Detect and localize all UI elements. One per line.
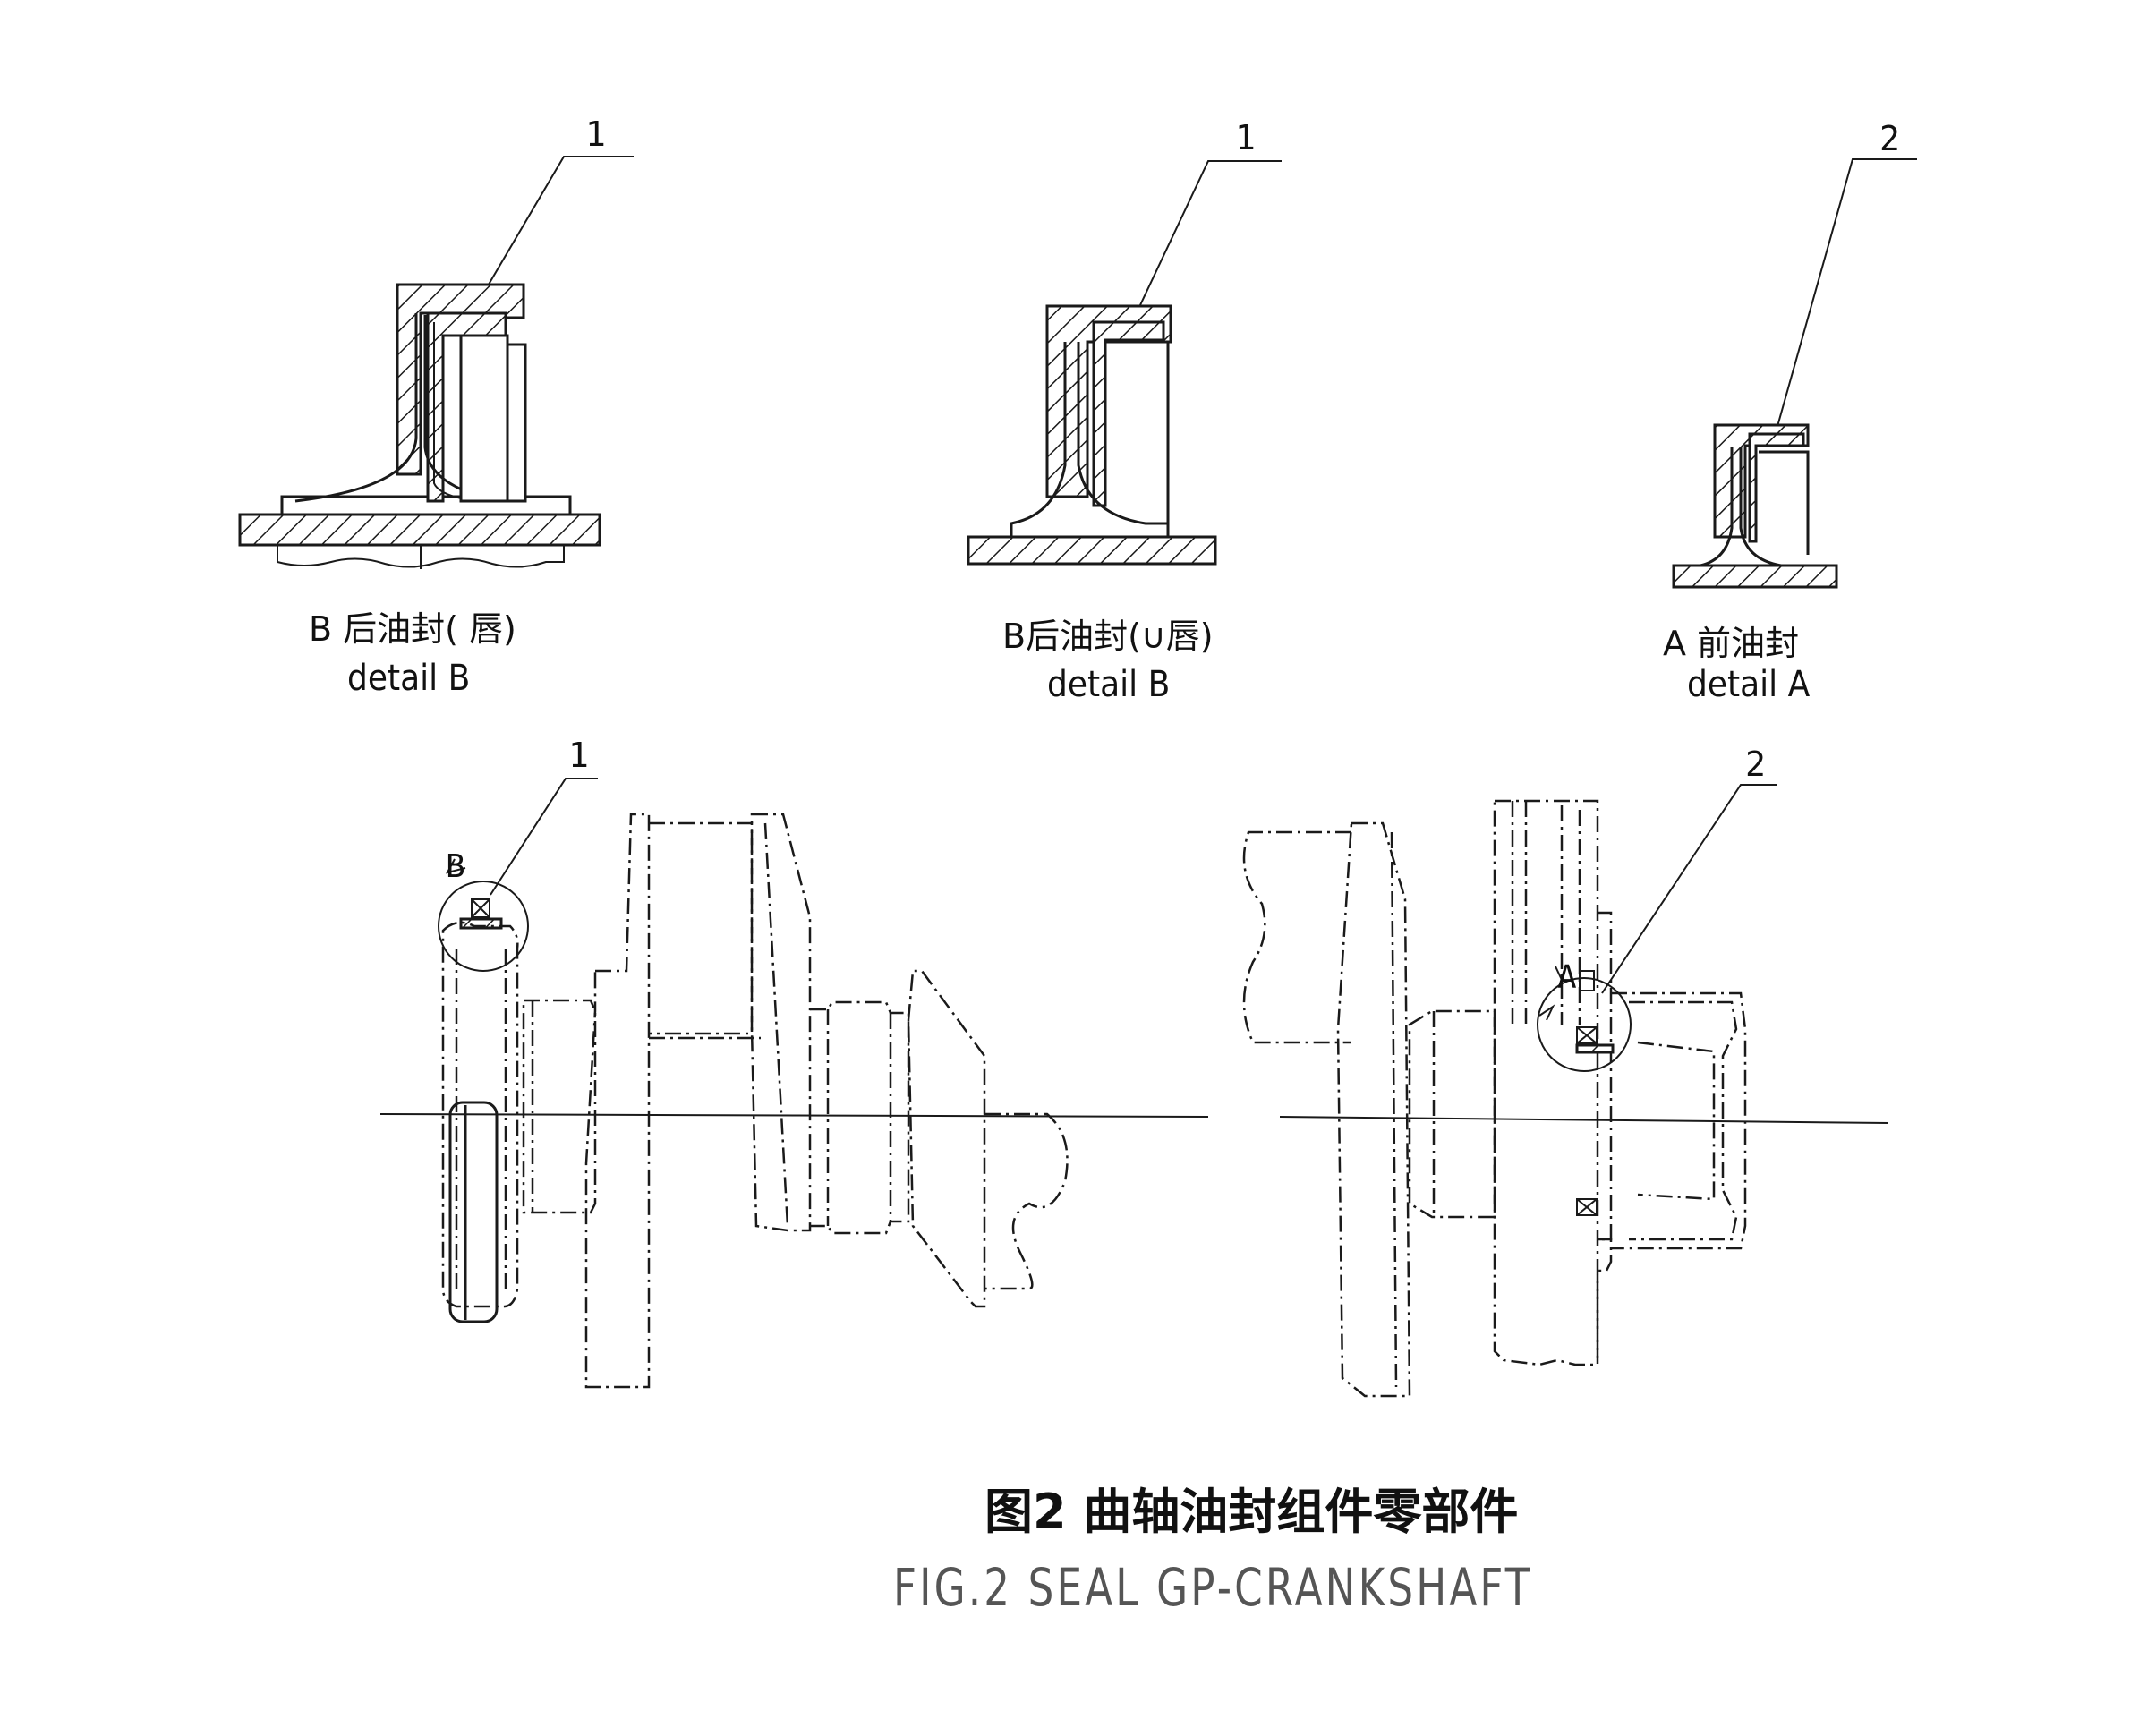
crankshaft-front-assembly — [1242, 784, 1889, 1398]
right-assembly-callout-number: 2 — [1745, 745, 1766, 784]
left-assembly-detail-marker: B — [446, 848, 465, 885]
detail-a-front-seal — [1672, 158, 1917, 589]
left-assembly-callout-number: 1 — [568, 736, 589, 775]
detail-1-callout-number: 1 — [585, 115, 606, 154]
detail-3-caption-cn: A 前油封 — [1663, 624, 1800, 663]
detail-2-callout-number: 1 — [1235, 118, 1256, 157]
detail-3-caption-en: detail A — [1687, 664, 1811, 705]
detail-1-caption-en: detail B — [347, 658, 471, 699]
detail-2-caption-en: detail B — [1047, 664, 1171, 705]
detail-3-callout-number: 2 — [1879, 119, 1900, 158]
detail-2-caption-cn: B后油封(∪唇) — [1002, 617, 1214, 656]
crankshaft-rear-assembly — [379, 778, 1209, 1389]
figure-title-en: FIG.2 SEAL GP-CRANKSHAFT — [893, 1557, 1533, 1618]
detail-b-lip-seal — [238, 156, 634, 569]
detail-1-caption-cn: B 后油封( 唇) — [309, 609, 516, 649]
right-assembly-detail-marker: A — [1557, 959, 1577, 996]
detail-b-u-lip-seal — [967, 160, 1282, 566]
figure-title-cn: 图2 曲轴油封组件零部件 — [984, 1484, 1519, 1540]
